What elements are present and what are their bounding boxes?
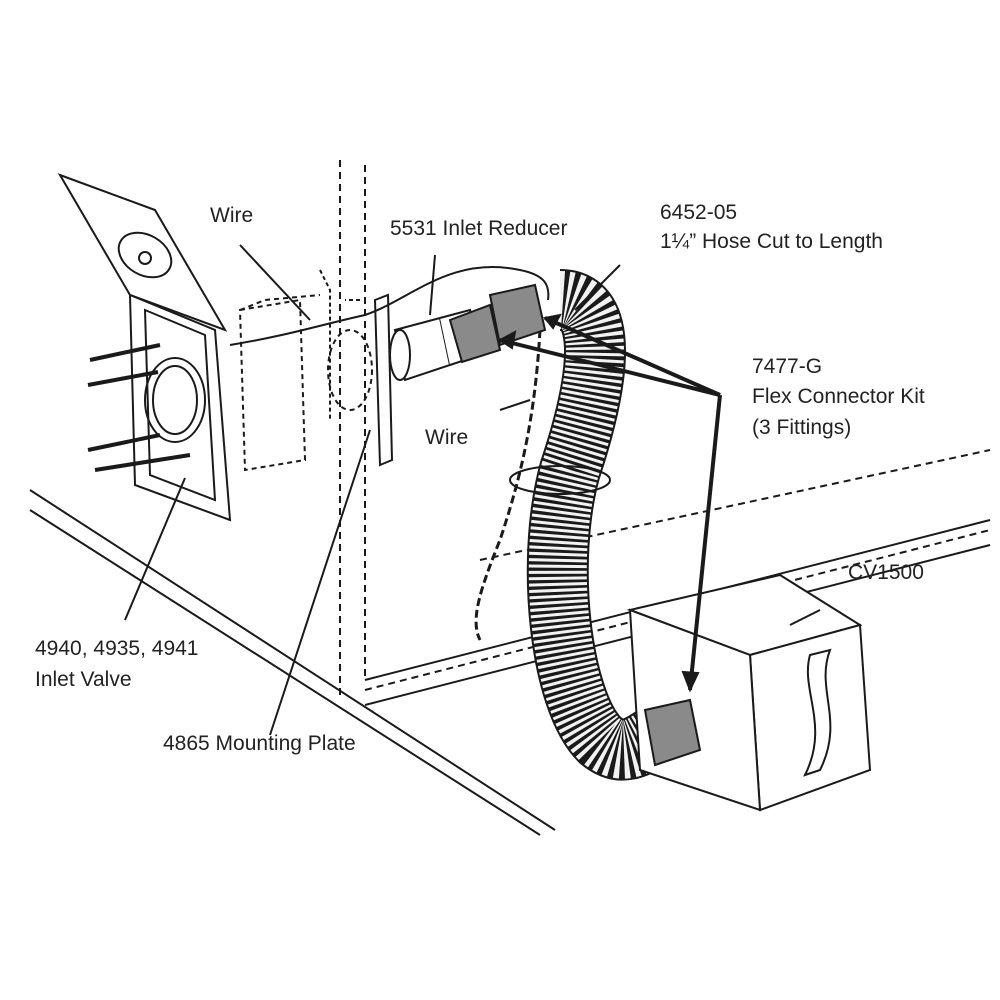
inlet-valve	[57, 173, 232, 522]
floor-line	[29, 489, 556, 831]
floor-line-lower	[29, 509, 541, 836]
label-flex-count: (3 Fittings)	[752, 416, 852, 439]
wire-down	[474, 329, 542, 641]
cv1500-unit	[626, 573, 872, 812]
label-unit: CV1500	[848, 561, 924, 584]
label-hose-part: 6452-05	[660, 201, 738, 224]
label-hose-desc: 1¼” Hose Cut to Length	[660, 230, 883, 253]
label-wire-mid: Wire	[425, 426, 469, 449]
label-wire-top: Wire	[210, 204, 254, 227]
wall-hole	[509, 465, 611, 495]
label-valve-desc: Inlet Valve	[35, 668, 132, 691]
fitting-3	[643, 698, 702, 767]
label-valve-parts: 4940, 4935, 4941	[35, 637, 199, 660]
fitting-2	[488, 283, 547, 347]
label-flex-desc: Flex Connector Kit	[752, 385, 925, 408]
label-flex-part: 7477-G	[752, 355, 823, 378]
fitting-1	[448, 303, 502, 364]
flex-connector-arrows	[499, 316, 722, 691]
mounting-plate	[373, 293, 394, 467]
wire	[229, 265, 550, 346]
label-mounting-plate: 4865 Mounting Plate	[163, 732, 356, 755]
electrical-box	[238, 294, 321, 472]
label-inlet-reducer: 5531 Inlet Reducer	[390, 217, 568, 240]
